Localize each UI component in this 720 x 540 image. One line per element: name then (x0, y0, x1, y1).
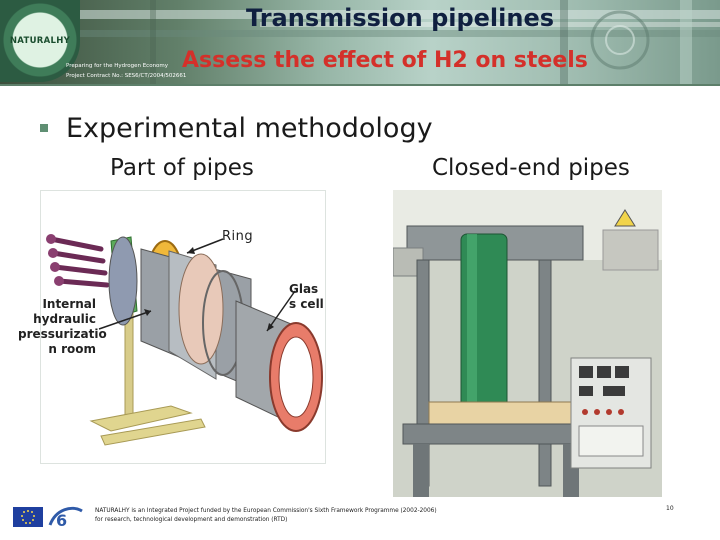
eu-flag-icon (13, 507, 43, 527)
contract-text: Project Contract No.: SES6/CT/2004/50266… (66, 73, 187, 79)
header-banner: NATURALHY Transmission pipelines Prepari… (0, 0, 720, 84)
header-divider (0, 84, 720, 86)
glass-cell-line1: Glas (289, 282, 319, 296)
ring-label: Ring (222, 229, 254, 244)
preparing-text: Preparing for the Hydrogen Economy (66, 63, 169, 69)
logo-text: NATURALHY (9, 36, 71, 46)
naturalhy-logo: NATURALHY (0, 0, 80, 82)
pipes-background-image (80, 0, 720, 84)
pipe-section-diagram (40, 190, 326, 464)
page-number: 10 (666, 505, 674, 512)
slide-subtitle: Assess the effect of H2 on steels (182, 48, 588, 73)
internal-line2: hydraulic (33, 312, 96, 326)
internal-line4: n room (48, 342, 96, 356)
footer-rtd-text: for research, technological development … (95, 517, 288, 523)
internal-line3: pressurizatio (18, 327, 107, 341)
bullet-icon (40, 124, 48, 132)
slide-title: Transmission pipelines (245, 4, 555, 32)
pipe-section-drawing (46, 234, 323, 446)
closed-end-pipes-label: Closed-end pipes (432, 155, 630, 181)
eu-stars-icon (21, 510, 35, 524)
glass-cell-line2: s cell (289, 297, 324, 311)
fp6-logo-icon: 6 (48, 506, 83, 530)
closed-end-pipe-photo (393, 190, 662, 497)
footer-funding-text: NATURALHY is an Integrated Project funde… (95, 508, 437, 514)
glass-cell-label: Glas s cell (289, 282, 325, 312)
svg-text:6: 6 (56, 511, 67, 530)
section-heading: Experimental methodology (66, 113, 433, 144)
test-rig-drawing (393, 190, 662, 497)
part-of-pipes-label: Part of pipes (110, 155, 254, 181)
internal-pressurization-label: Internal hydraulic pressurizatio n room (18, 297, 107, 357)
internal-line1: Internal (42, 297, 96, 311)
